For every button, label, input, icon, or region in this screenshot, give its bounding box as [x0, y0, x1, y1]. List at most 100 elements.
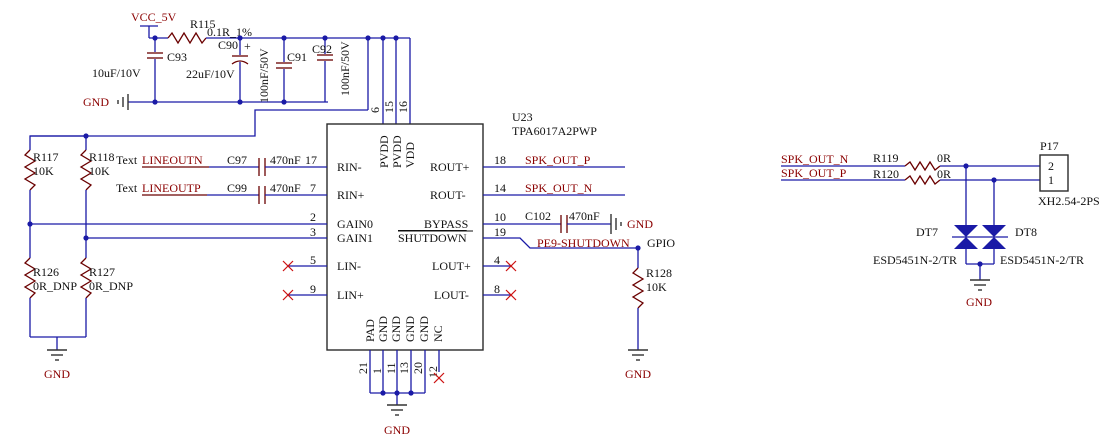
pin-num-9: 9	[310, 282, 316, 296]
c90-ref: C90	[218, 38, 238, 52]
c92-value: 100nF/50V	[338, 41, 352, 96]
junction	[635, 245, 641, 251]
pin-num-6: 6	[368, 107, 382, 113]
pin-num-10: 10	[494, 210, 506, 224]
pin-num-15: 15	[382, 101, 396, 113]
dt7-diode-a	[954, 225, 978, 237]
pin-num-11: 11	[384, 362, 398, 374]
pin-name-rin-plus: RIN+	[337, 188, 365, 202]
no-connect-mark	[433, 372, 445, 384]
pin-name-shutdown: SHUTDOWN	[398, 231, 467, 245]
r120-value: 0R	[937, 167, 951, 181]
c90-polarity: +	[244, 39, 251, 53]
pin-name-lout-plus: LOUT+	[432, 259, 471, 273]
junction	[281, 35, 287, 41]
connector-ref: P17	[1040, 139, 1059, 153]
pin-name-rin-minus: RIN-	[337, 160, 362, 174]
no-connect-mark	[282, 260, 294, 272]
pin-name-rout-plus: ROUT+	[430, 160, 470, 174]
dt7-ref: DT7	[916, 225, 938, 239]
r128-ref: R128	[646, 266, 672, 280]
gpio-label: GPIO	[647, 236, 675, 250]
pin-num-8: 8	[494, 282, 500, 296]
ic-ref: U23	[512, 110, 533, 124]
c102-ref: C102	[525, 209, 551, 223]
pin-name-lout-minus: LOUT-	[434, 288, 469, 302]
r127-value: 0R_DNP	[89, 279, 133, 293]
pin-num-18: 18	[494, 153, 506, 167]
ic-u23: U23 TPA6017A2PWP 6 15 16 PVDD PVDD VDD R…	[305, 101, 597, 437]
r118-value: 10K	[89, 164, 110, 178]
r117-resistor	[23, 149, 37, 191]
gain-pullup-rail	[29, 109, 368, 150]
c90-value: 22uF/10V	[186, 67, 235, 81]
pin-num-7: 7	[310, 181, 316, 195]
net-spk-out-p: SPK_OUT_P	[525, 153, 591, 167]
pin-num-4: 4	[494, 253, 500, 267]
gnd-label-esd: GND	[966, 295, 992, 309]
connector-part: XH2.54-2PS	[1038, 194, 1100, 208]
pin-name-lin-plus: LIN+	[337, 288, 364, 302]
c99-ref: C99	[227, 181, 247, 195]
net-spk-out-n: SPK_OUT_N	[525, 181, 593, 195]
r126-value: 0R_DNP	[33, 279, 77, 293]
pin-num-1: 1	[370, 368, 384, 374]
gnd-label-ic: GND	[384, 423, 410, 437]
ic-body	[326, 123, 484, 351]
input-text-2: Text	[116, 181, 138, 195]
junction	[408, 390, 414, 396]
dt8-part: ESD5451N-2/TR	[1000, 253, 1084, 267]
ic-part: TPA6017A2PWP	[512, 124, 597, 138]
gnd-label-bypass: GND	[627, 217, 653, 231]
pin-name-vdd: VDD	[403, 142, 417, 168]
pin-num-3: 3	[310, 225, 316, 239]
junction	[380, 390, 386, 396]
net-lineoutp: LINEOUTP	[142, 181, 201, 195]
junction	[152, 99, 158, 105]
pin-num-5: 5	[310, 253, 316, 267]
shutdown-net	[483, 237, 639, 268]
r115-value: 0.1R_1%	[207, 25, 252, 39]
pin-num-13: 13	[397, 362, 411, 374]
no-connect-mark	[505, 289, 517, 301]
input-text-1: Text	[116, 153, 138, 167]
no-connect-mark	[282, 289, 294, 301]
dt8-ref: DT8	[1015, 225, 1037, 239]
pin-name-gnd-13: GND	[403, 316, 417, 342]
junction	[237, 35, 243, 41]
pin-num-19: 19	[494, 225, 506, 239]
r118-resistor	[79, 149, 93, 191]
no-connect-mark	[505, 260, 517, 272]
net-spk-out-p-conn: SPK_OUT_P	[781, 166, 847, 180]
connector-p17	[1039, 154, 1069, 192]
r120-ref: R120	[873, 167, 899, 181]
junction	[152, 35, 158, 41]
r119-ref: R119	[873, 151, 899, 165]
r118-ref: R118	[89, 150, 115, 164]
dt7-part: ESD5451N-2/TR	[873, 253, 957, 267]
pin-num-16: 16	[396, 101, 410, 113]
pin-num-20: 20	[411, 362, 425, 374]
pin-name-lin-minus: LIN-	[337, 259, 361, 273]
c102-value: 470nF	[569, 209, 600, 223]
r127-ref: R127	[89, 265, 115, 279]
r120-resistor	[904, 174, 941, 186]
net-spk-out-n-conn: SPK_OUT_N	[781, 152, 849, 166]
c97-ref: C97	[227, 153, 247, 167]
net-lineoutn: LINEOUTN	[142, 153, 203, 167]
connector-pin1: 1	[1048, 173, 1054, 187]
vcc-label: VCC_5V	[131, 10, 177, 24]
c91-value: 100nF/50V	[257, 48, 271, 103]
gain-section: R117 10K R118 10K R126 0R_DNP R127 0R_DN…	[23, 133, 327, 381]
connector-section: SPK_OUT_N SPK_OUT_P R119 R120 0R 0R P17 …	[781, 139, 1100, 309]
c90-plate-b	[231, 60, 249, 65]
r126-resistor	[23, 257, 37, 299]
dt8-diode-b	[982, 237, 1006, 249]
r117-value: 10K	[33, 164, 54, 178]
pin-num-2: 2	[310, 210, 316, 224]
dt8-diode-a	[982, 225, 1006, 237]
pin-num-14: 14	[494, 181, 506, 195]
junction	[237, 99, 243, 105]
pin-name-gain1: GAIN1	[337, 231, 373, 245]
